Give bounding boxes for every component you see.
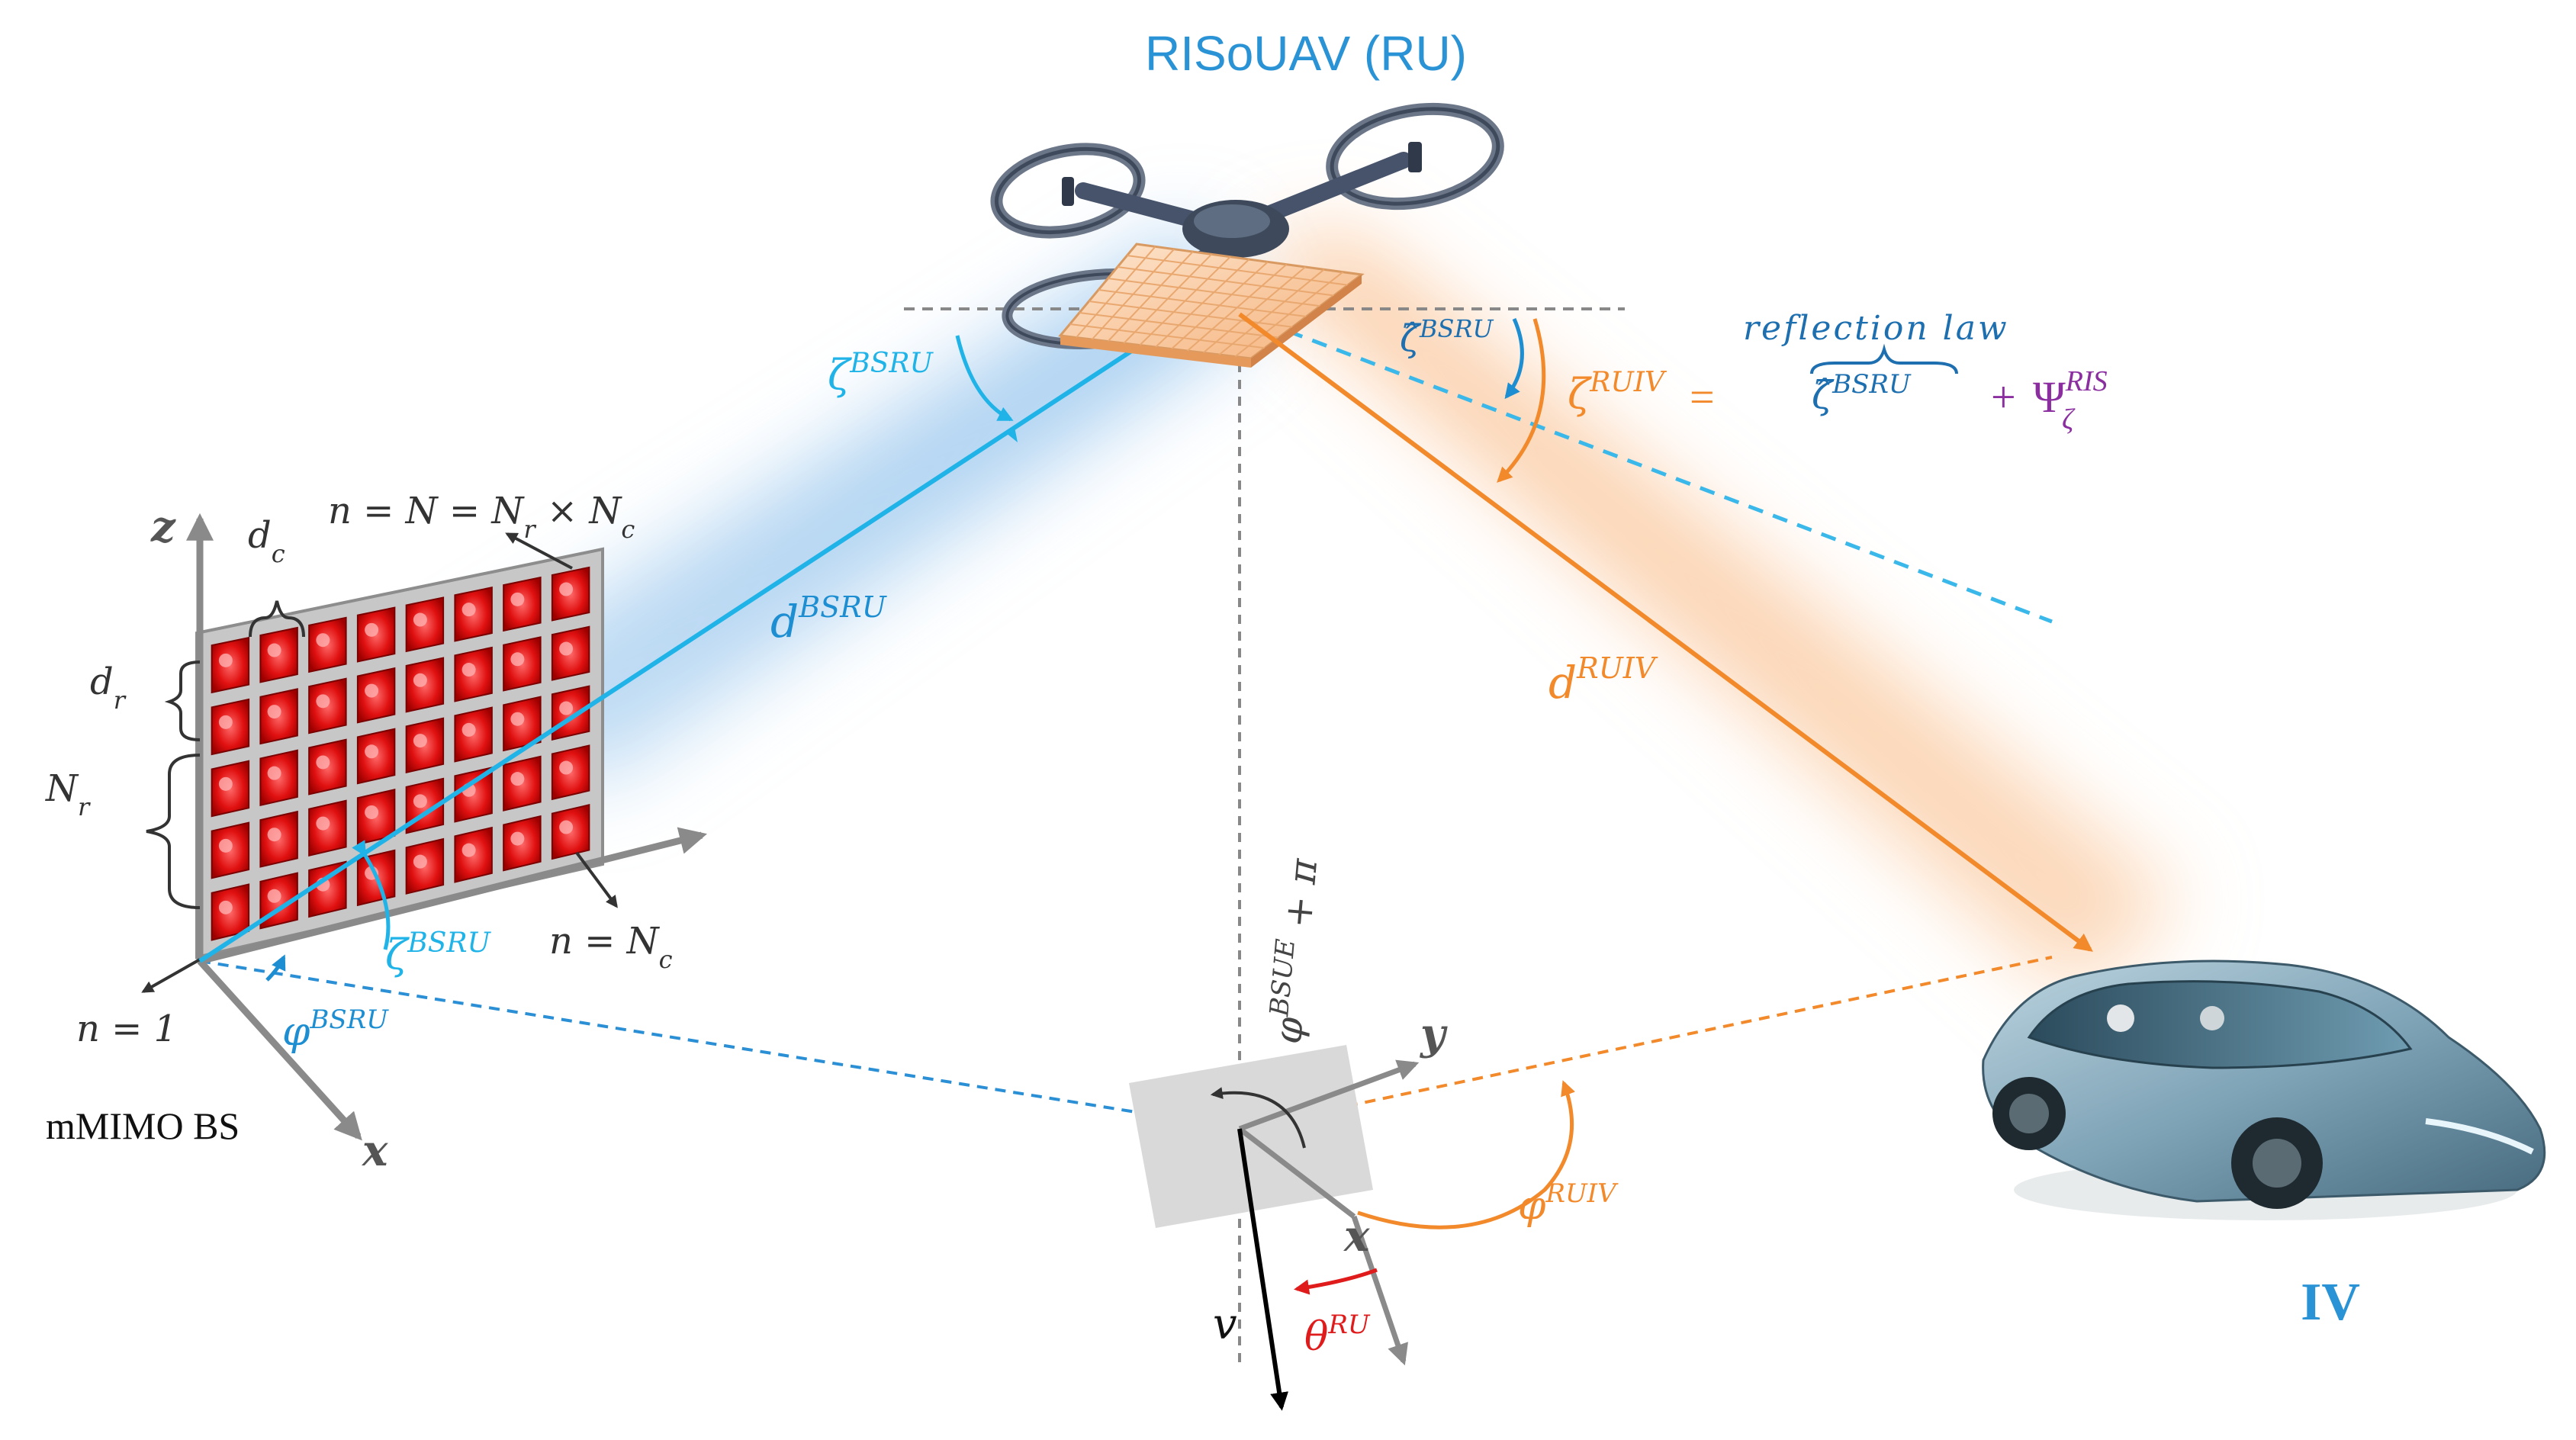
zeta-bsru-top-label: ζBSRU xyxy=(828,348,934,399)
antenna-element-highlight xyxy=(316,633,330,648)
antenna-element-highlight xyxy=(267,643,281,657)
antenna-element-highlight xyxy=(461,843,476,857)
ru-iv-beam-glow xyxy=(1251,229,2182,999)
zeta-hat-bsru-label: ζ̂BSRU xyxy=(1400,314,1494,360)
theta-ru-label: θRU xyxy=(1304,1310,1371,1360)
equals-sign: = xyxy=(1690,372,1715,422)
ris-grid-line xyxy=(1079,312,1279,339)
ris-grid-line xyxy=(1098,289,1307,317)
antenna-element-highlight xyxy=(365,622,379,637)
antenna-element-highlight xyxy=(510,712,525,726)
plus-sign: + xyxy=(1991,372,2016,422)
bs-annotations xyxy=(141,532,618,993)
bs-axis-x-label: x xyxy=(362,1126,388,1176)
antenna-element-highlight xyxy=(413,794,427,808)
bs-angle-arcs xyxy=(265,840,391,982)
antenna-element-highlight xyxy=(316,816,330,831)
bs-name-label: mMIMO BS xyxy=(46,1104,240,1147)
antenna-element-highlight xyxy=(559,760,574,775)
diagram-title: RISoUAV (RU) xyxy=(1145,26,1467,81)
antenna-element-highlight xyxy=(316,694,330,709)
ris-grid-line xyxy=(1127,255,1349,286)
antenna-element-highlight xyxy=(316,755,330,770)
d-bsru-label: dBSRU xyxy=(770,590,888,648)
bs-antenna-array xyxy=(195,547,604,959)
antenna-element-highlight xyxy=(559,582,574,596)
antenna-element-highlight xyxy=(413,612,427,627)
n-nc-label: n = Nc xyxy=(549,920,673,974)
antenna-element-highlight xyxy=(267,705,281,719)
dr-label: dr xyxy=(90,661,127,715)
antenna-element-highlight xyxy=(267,766,281,780)
antenna-element-highlight xyxy=(559,820,574,834)
ris-grid-line xyxy=(1069,323,1265,349)
intelligent-vehicle xyxy=(1982,959,2546,1220)
bs-axis-z-label: z xyxy=(150,502,176,552)
zeta-ruiv-label: ζRUIV xyxy=(1568,367,1667,418)
antenna-element-highlight xyxy=(218,653,233,667)
antenna-element-highlight xyxy=(365,744,379,759)
zeta-hat-law-label: ζ̂BSRU xyxy=(1812,369,1912,417)
antenna-element-highlight xyxy=(510,831,525,846)
antenna-element-highlight xyxy=(413,734,427,748)
iv-axis-v-label: v xyxy=(1213,1300,1237,1349)
iv-name-label: IV xyxy=(2301,1273,2360,1332)
antenna-element-highlight xyxy=(559,641,574,656)
dr-brace xyxy=(164,661,201,741)
ris-grid-line xyxy=(1089,301,1293,328)
antenna-element-highlight xyxy=(218,900,233,914)
antenna-element-highlight xyxy=(559,701,574,715)
dc-brace xyxy=(249,600,305,638)
iv-axis-x-label: x xyxy=(1343,1211,1370,1262)
reflection-law-label: reflection law xyxy=(1743,309,2009,348)
ru-angle-arcs xyxy=(955,317,1546,483)
antenna-elements xyxy=(211,566,590,941)
nr-brace xyxy=(146,754,201,909)
antenna-element-highlight xyxy=(461,603,476,617)
dc-label: dc xyxy=(248,514,285,568)
antenna-element-highlight xyxy=(365,683,379,698)
text-labels: RISoUAV (RU) mMIMO BS IV z x n = N = Nr … xyxy=(45,26,2360,1360)
ris-grid-line xyxy=(1117,266,1334,297)
antenna-element-highlight xyxy=(413,673,427,687)
phi-bsue-label: φBSUE + π xyxy=(1262,856,1326,1046)
phi-ruiv-label: φRUIV xyxy=(1518,1178,1619,1229)
n-one-label: n = 1 xyxy=(76,1008,177,1050)
antenna-element-highlight xyxy=(267,889,281,903)
iv-local-frame xyxy=(1129,1045,1575,1411)
antenna-element-highlight xyxy=(461,722,476,737)
reflection-law-brace xyxy=(1810,343,1958,374)
antenna-element-highlight xyxy=(510,652,525,667)
antenna-element-highlight xyxy=(365,805,379,819)
iv-axis-y-label: y xyxy=(1419,1009,1448,1059)
antenna-element-highlight xyxy=(510,592,525,606)
phi-bsru-label: φBSRU xyxy=(282,1004,389,1055)
ris-panel xyxy=(1058,243,1365,368)
antenna-element-highlight xyxy=(218,715,233,729)
antenna-element-highlight xyxy=(510,772,525,786)
nr-label: Nr xyxy=(45,767,91,821)
antenna-element-highlight xyxy=(267,828,281,842)
antenna-element-highlight xyxy=(413,854,427,869)
ru-iv-beam xyxy=(1238,312,2093,952)
d-ruiv-label: dRUIV xyxy=(1548,651,1658,709)
n-top-label: n = N = Nr × Nc xyxy=(328,490,635,544)
antenna-element-highlight xyxy=(218,838,233,853)
zeta-bsru-bottom-label: ζBSRU xyxy=(385,927,492,979)
antenna-element-highlight xyxy=(218,776,233,791)
bs-ru-beam-glow xyxy=(427,229,1251,786)
antenna-element-highlight xyxy=(461,663,476,677)
ris-grid-line xyxy=(1108,278,1320,307)
